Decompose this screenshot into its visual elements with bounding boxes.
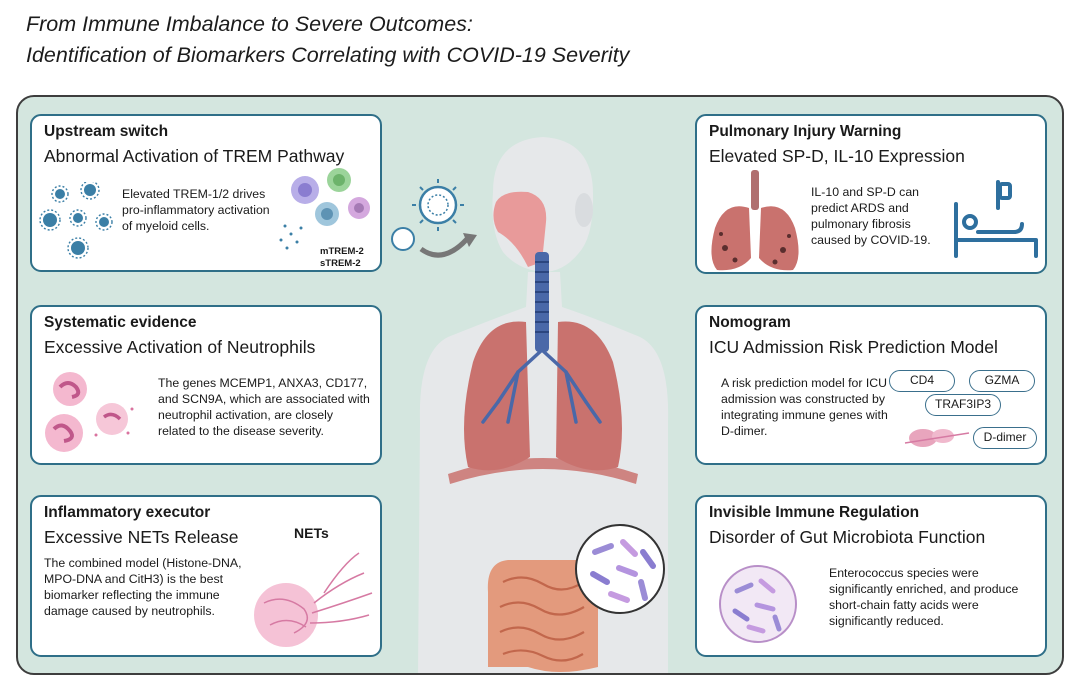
panel-subheading: Disorder of Gut Microbiota Function xyxy=(709,527,986,547)
panel-body: IL-10 and SP-D can predict ARDS and pulm… xyxy=(811,185,931,247)
nets-label: NETs xyxy=(294,525,329,541)
neutrophil-cells-icon xyxy=(45,372,134,452)
panel-nomogram: Nomogram ICU Admission Risk Prediction M… xyxy=(695,305,1047,465)
gene-pill-cd4: CD4 xyxy=(889,370,955,392)
panel-subheading: ICU Admission Risk Prediction Model xyxy=(709,337,998,357)
panel-body: The combined model (Histone-DNA, MPO-DNA… xyxy=(44,556,242,618)
panel-neutrophils: Systematic evidence Excessive Activation… xyxy=(30,305,382,465)
panel-nets: Inflammatory executor Excessive NETs Rel… xyxy=(30,495,382,657)
panel-body: A risk prediction model for ICU admissio… xyxy=(721,376,888,438)
panel-heading: Nomogram xyxy=(709,314,791,331)
hospital-bed-icon xyxy=(954,180,1038,258)
mtrem-2-label: mTREM-2 xyxy=(320,246,364,257)
panel-subheading: Excessive NETs Release xyxy=(44,527,239,547)
panel-heading: Pulmonary Injury Warning xyxy=(709,123,902,140)
panel-body: The genes MCEMP1, ANXA3, CD177, and SCN9… xyxy=(158,376,370,438)
panel-trem-pathway: Upstream switch Abnormal Activation of T… xyxy=(30,114,382,272)
human-body-illustration xyxy=(418,137,669,673)
microbiota-icon xyxy=(719,565,797,643)
clot-icon xyxy=(904,429,970,447)
virus-inhalation-illustration xyxy=(391,179,477,258)
panel-heading: Upstream switch xyxy=(44,123,169,140)
panel-subheading: Excessive Activation of Neutrophils xyxy=(44,337,316,357)
main-frame: Upstream switch Abnormal Activation of T… xyxy=(16,95,1064,675)
gene-pill-d-dimer: D-dimer xyxy=(973,427,1037,449)
strem-2-label: sTREM-2 xyxy=(320,258,361,269)
figure-title-line-1: From Immune Imbalance to Severe Outcomes… xyxy=(26,12,473,36)
gene-pill-traf3ip3: TRAF3IP3 xyxy=(925,394,1001,416)
damaged-lungs-icon xyxy=(711,170,799,271)
panel-subheading: Abnormal Activation of TREM Pathway xyxy=(44,146,345,166)
panel-heading: Systematic evidence xyxy=(44,314,197,331)
panel-body: Enterococcus species were significantly … xyxy=(829,566,1019,628)
nets-release-icon xyxy=(254,552,373,647)
panel-body: Elevated TREM-1/2 drives pro-inflammator… xyxy=(122,187,270,233)
figure-title-line-2: Identification of Biomarkers Correlating… xyxy=(26,43,630,67)
panel-subheading: Elevated SP-D, IL-10 Expression xyxy=(709,146,965,166)
panel-gut-microbiota: Invisible Immune Regulation Disorder of … xyxy=(695,495,1047,657)
gene-pill-gzma: GZMA xyxy=(969,370,1035,392)
gut-bacteria-magnifier xyxy=(575,524,665,614)
virus-cluster-icon xyxy=(39,182,113,259)
myeloid-cells-icon xyxy=(279,168,370,250)
panel-heading: Invisible Immune Regulation xyxy=(709,504,920,521)
panel-pulmonary-injury: Pulmonary Injury Warning Elevated SP-D, … xyxy=(695,114,1047,274)
panel-heading: Inflammatory executor xyxy=(44,504,211,521)
